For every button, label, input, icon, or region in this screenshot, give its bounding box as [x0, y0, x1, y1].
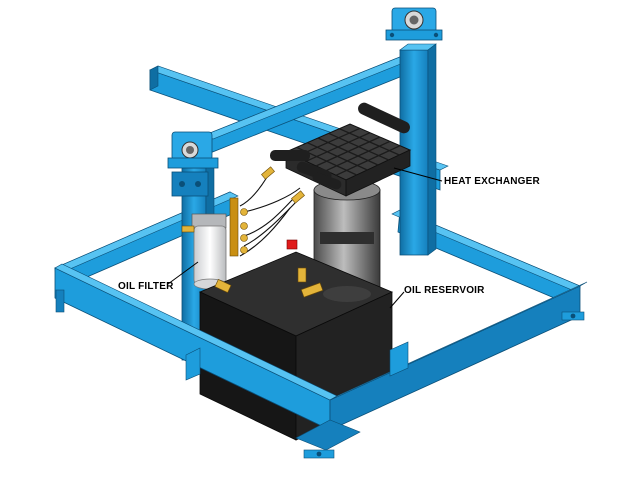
frame-inner-rail — [185, 347, 201, 381]
label-oil-filter: OIL FILTER — [118, 281, 174, 292]
grid-line — [335, 145, 401, 176]
pillow-block-bearing-left-icon — [167, 131, 219, 197]
label-oil-reservoir: OIL RESERVOIR — [404, 285, 485, 296]
callout-leaders — [167, 167, 443, 309]
label-heat-exchanger: HEAT EXCHANGER — [444, 176, 540, 187]
leader-oil-filter — [167, 261, 199, 285]
leader-oil-reservoir — [389, 291, 405, 309]
pillow-block-bearing-icon — [385, 7, 443, 41]
manifold-block — [181, 166, 305, 257]
base-frame-front — [54, 263, 588, 459]
heat-exchanger-core — [270, 102, 412, 197]
oil-filter — [191, 213, 227, 290]
leader-heat-exchanger — [393, 167, 443, 182]
